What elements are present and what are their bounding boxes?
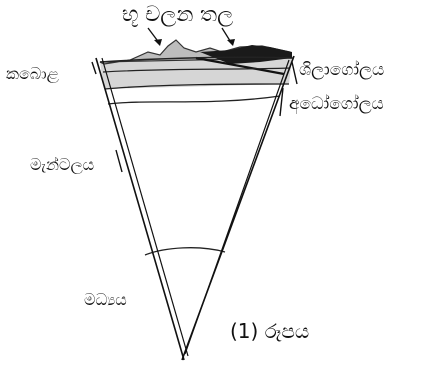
lithosphere-boundary (104, 83, 290, 90)
lithosphere-bracket (291, 61, 298, 85)
figure-caption: (1) රූපය (230, 319, 310, 343)
wedge-right-edge-inner (184, 59, 290, 355)
asthenosphere-bracket (279, 87, 284, 117)
wedge-left-edge (95, 57, 185, 361)
crust-bracket (91, 61, 97, 75)
plate-arrowhead-right (227, 39, 235, 46)
label-asthenosphere: අධෝගෝලය (289, 94, 384, 114)
dark-plate (200, 45, 292, 64)
mantle-bracket (115, 149, 123, 173)
asthenosphere-boundary (107, 95, 281, 105)
wedge-left-edge-inner (101, 57, 189, 357)
surface-line (99, 56, 293, 63)
label-tectonic-plates: භූ චලන තල (122, 2, 234, 26)
crust-base-line (102, 67, 291, 73)
label-core: මධ්‍යය (84, 290, 127, 309)
label-lithosphere: ශිලාගෝලය (299, 60, 385, 80)
label-crust: කබොළ (6, 64, 59, 83)
subduction-line (195, 56, 285, 76)
core-mantle-boundary (144, 247, 226, 256)
plate-arrowhead-left (154, 39, 162, 46)
label-mantle: මැන්ටලය (30, 155, 95, 174)
